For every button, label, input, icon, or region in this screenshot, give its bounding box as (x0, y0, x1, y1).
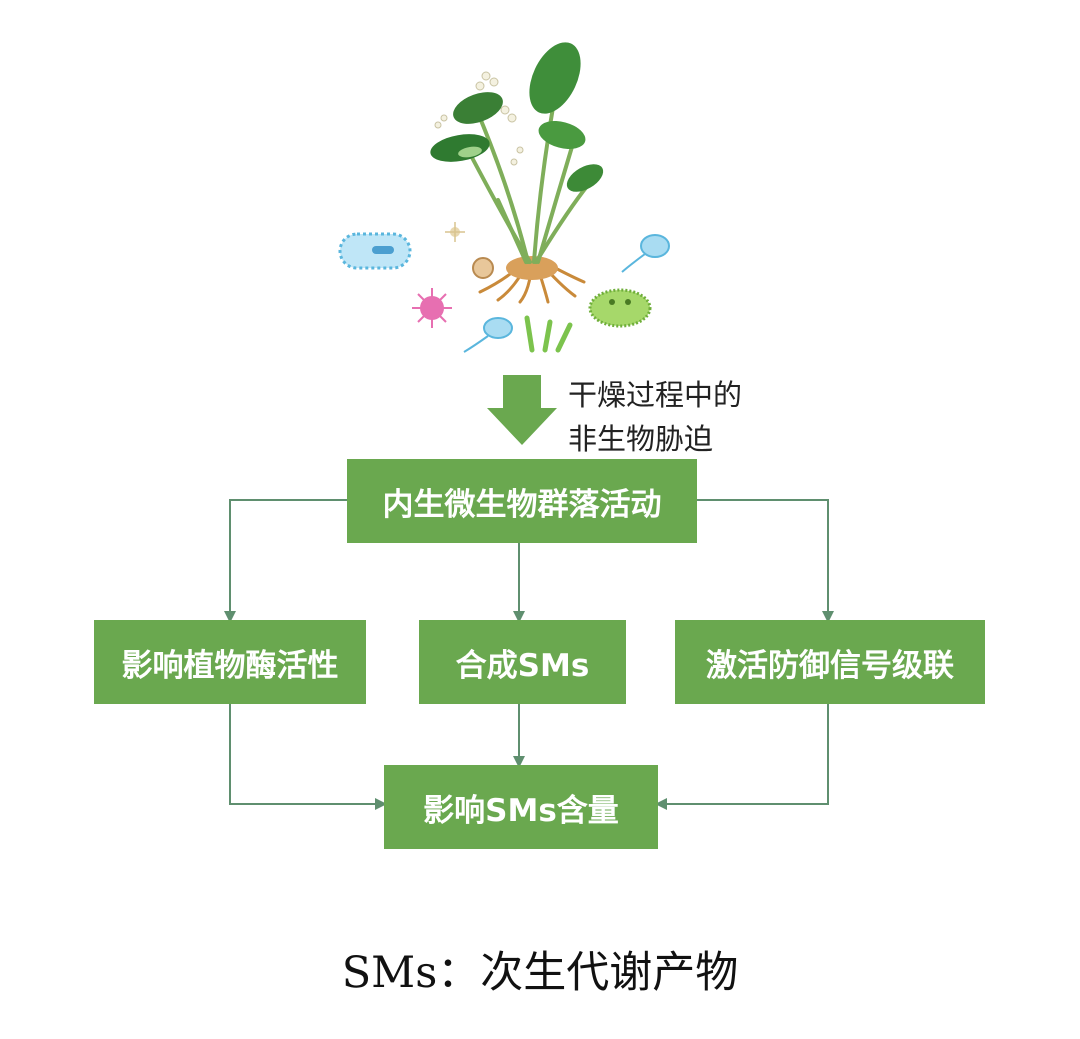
connector-lines (224, 499, 834, 810)
enzyme-activity-box: 影响植物酶活性 (94, 620, 366, 704)
endophyte-activity-box: 内生微生物群落活动 (347, 459, 697, 543)
spore-icon (412, 288, 452, 328)
caption: SMs：次生代谢产物 (341, 948, 739, 998)
synthesize-sms-box: 合成SMs (419, 620, 626, 704)
connector-right-bottom (655, 704, 829, 810)
plant-icon (430, 42, 604, 353)
down-arrow-icon (487, 375, 557, 445)
connector-left-bottom (229, 704, 387, 810)
bacillus-icon (338, 232, 412, 270)
stress-label-line1: 干燥过程中的 (568, 378, 743, 412)
stress-label-line2: 非生物胁迫 (568, 422, 714, 456)
sms-content-box: 影响SMs含量 (384, 765, 658, 849)
defense-signal-box: 激活防御信号级联 (675, 620, 985, 704)
connector-top-right (697, 499, 834, 623)
connector-top-left (224, 499, 347, 623)
spore-icon (445, 222, 465, 242)
virus-icon (588, 288, 652, 328)
ciliate-icon (463, 317, 513, 353)
ciliate-icon (621, 234, 670, 273)
